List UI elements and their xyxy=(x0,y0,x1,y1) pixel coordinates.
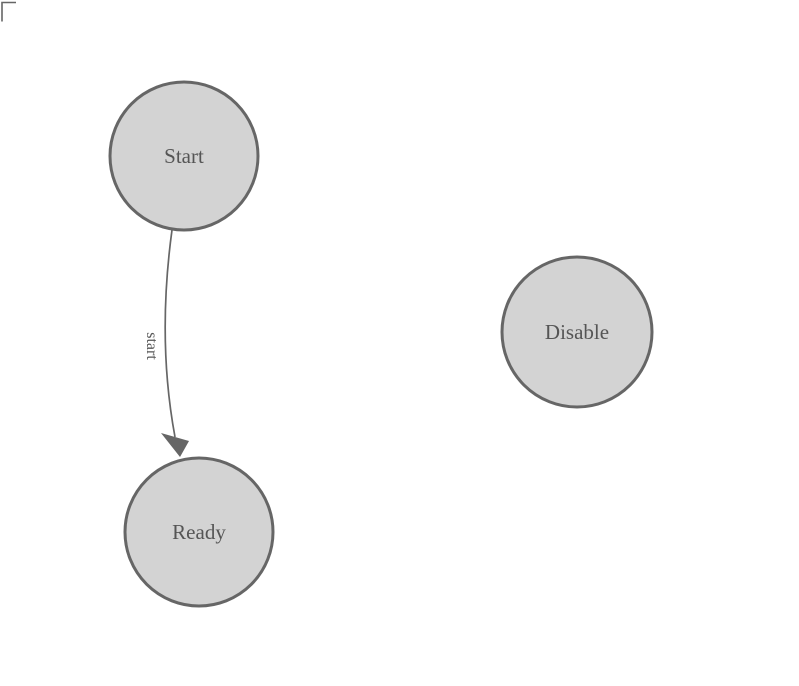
node-disable[interactable]: Disable xyxy=(500,255,654,409)
edge-arrowhead-icon xyxy=(161,433,189,457)
node-start[interactable]: Start xyxy=(108,80,260,232)
node-ready-circle[interactable] xyxy=(123,456,275,608)
node-disable-circle[interactable] xyxy=(500,255,654,409)
edge-label-start[interactable]: start xyxy=(143,332,160,360)
node-start-circle[interactable] xyxy=(108,80,260,232)
edge-line[interactable] xyxy=(164,229,176,438)
node-ready[interactable]: Ready xyxy=(123,456,275,608)
canvas-origin-corner-icon xyxy=(1,1,16,22)
edge-start-to-ready[interactable]: start xyxy=(143,229,189,457)
